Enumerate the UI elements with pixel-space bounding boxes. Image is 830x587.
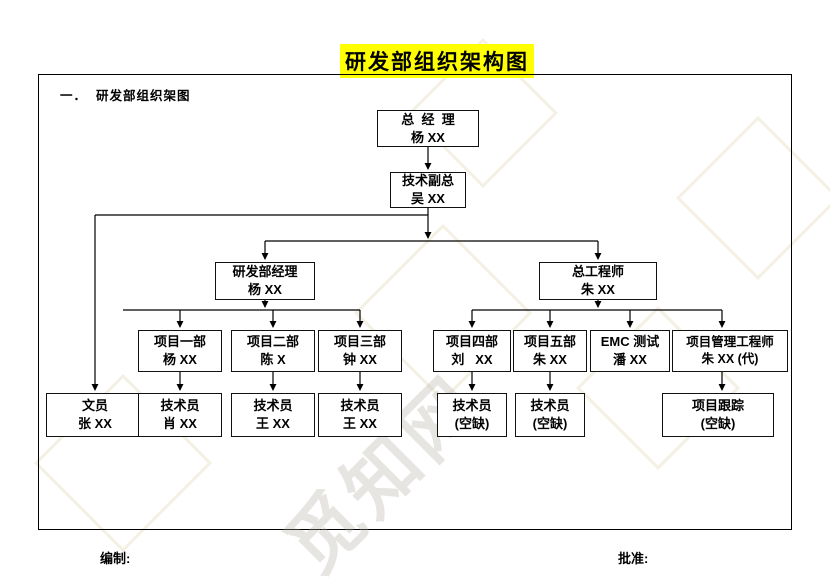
node-title: 总工程师: [571, 264, 624, 280]
node-title: 研发部经理: [232, 264, 298, 280]
node-title: 技术员: [452, 398, 492, 414]
org-node-project-dept-5: 项目五部 朱 XX: [513, 330, 587, 372]
chart-border-frame: [38, 74, 792, 530]
approved-by-label: 批准:: [618, 551, 649, 566]
node-person: 朱 XX: [533, 352, 567, 367]
node-person: 吴 XX: [411, 191, 445, 206]
node-title: 技术员: [160, 398, 200, 414]
node-person: 刘 XX: [451, 352, 493, 367]
node-person: 王 XX: [343, 416, 377, 431]
node-title: 项目二部: [246, 334, 299, 350]
org-node-technician-2: 技术员 王 XX: [231, 393, 315, 437]
node-title: 技术员: [340, 398, 380, 414]
node-title: 项目跟踪: [691, 398, 744, 414]
org-node-deputy-tech-chief: 技术副总 吴 XX: [390, 172, 466, 208]
node-person: (空缺): [454, 416, 490, 431]
org-node-project-dept-3: 项目三部 钟 XX: [318, 330, 402, 372]
org-node-technician-vacant-1: 技术员 (空缺): [437, 393, 507, 437]
org-node-clerk: 文员 张 XX: [46, 393, 144, 437]
node-person: (空缺): [700, 416, 736, 431]
org-node-technician-3: 技术员 王 XX: [318, 393, 402, 437]
node-title: 总 经 理: [401, 111, 455, 127]
node-title: 项目管理工程师: [686, 335, 774, 350]
prepared-by-label: 编制:: [100, 551, 131, 566]
node-person: 杨 XX: [411, 129, 445, 145]
node-title: 项目四部: [445, 334, 498, 350]
node-person: 朱 XX (代): [701, 352, 759, 366]
org-node-project-dept-4: 项目四部 刘 XX: [433, 330, 511, 372]
org-node-project-dept-2: 项目二部 陈 X: [231, 330, 315, 372]
section-heading: 一． 研发部组织架图: [60, 89, 191, 103]
org-node-technician-vacant-2: 技术员 (空缺): [515, 393, 585, 437]
org-node-rd-manager: 研发部经理 杨 XX: [215, 262, 315, 300]
node-person: (空缺): [532, 416, 568, 431]
org-node-chief-engineer: 总工程师 朱 XX: [539, 262, 657, 300]
node-title: 技术员: [530, 398, 570, 414]
node-person: 朱 XX: [581, 282, 615, 297]
node-person: 肖 XX: [163, 416, 197, 431]
node-title: 技术副总: [401, 173, 454, 189]
node-person: 杨 XX: [248, 282, 282, 297]
page-title: 研发部组织架构图: [340, 44, 534, 78]
org-node-technician-1: 技术员 肖 XX: [138, 393, 222, 437]
org-node-project-management-engineer: 项目管理工程师 朱 XX (代): [672, 330, 788, 372]
org-node-project-tracking-vacant: 项目跟踪 (空缺): [662, 393, 774, 437]
org-node-emc-test: EMC 测试 潘 XX: [590, 330, 670, 372]
org-node-project-dept-1: 项目一部 杨 XX: [138, 330, 222, 372]
node-person: 潘 XX: [613, 352, 647, 367]
node-person: 钟 XX: [343, 352, 377, 367]
node-person: 王 XX: [256, 416, 290, 431]
node-title: 技术员: [253, 398, 293, 414]
node-person: 陈 X: [260, 352, 286, 367]
node-title: 项目一部: [153, 334, 206, 350]
node-title: 文员: [81, 398, 108, 414]
node-person: 杨 XX: [163, 352, 197, 367]
org-node-general-manager: 总 经 理 杨 XX: [377, 110, 479, 147]
node-title: 项目五部: [523, 334, 576, 350]
node-title: EMC 测试: [600, 334, 660, 350]
node-person: 张 XX: [78, 416, 112, 431]
node-title: 项目三部: [333, 334, 386, 350]
